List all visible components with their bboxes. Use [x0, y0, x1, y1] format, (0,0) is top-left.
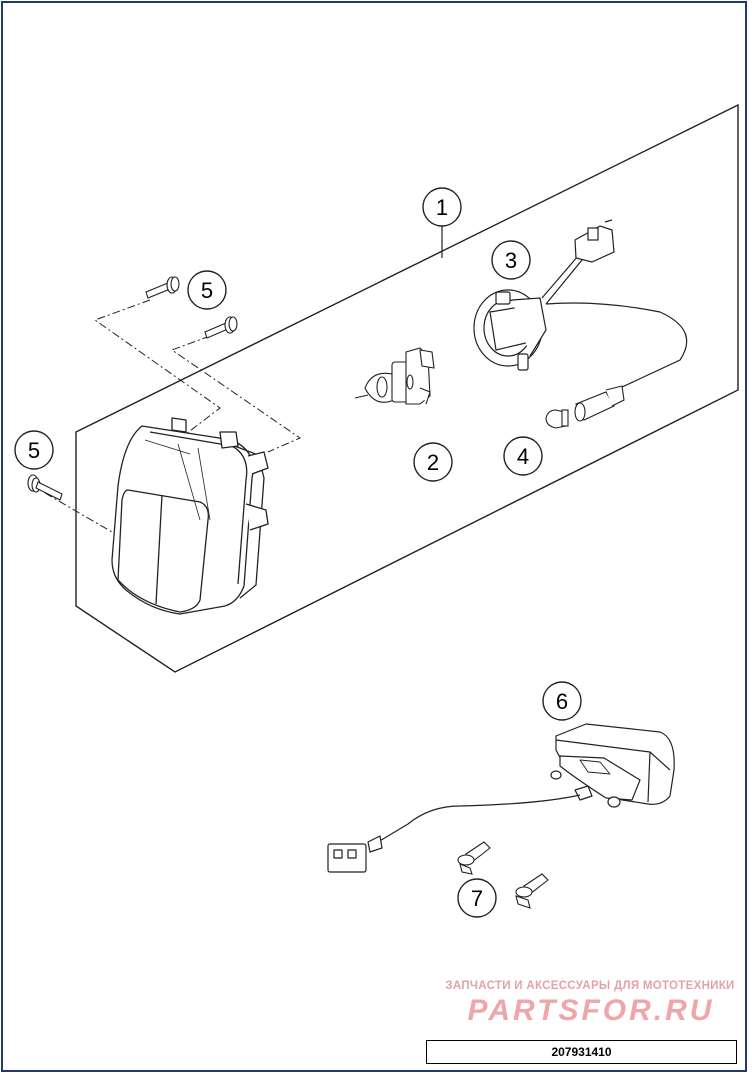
screw-item-5-side	[27, 474, 63, 501]
callout-1: 1	[422, 187, 462, 227]
callout-label-3: 3	[505, 248, 517, 273]
callout-label-1: 1	[436, 195, 448, 220]
callout-6: 6	[542, 681, 582, 721]
h4-bulb-item-2	[354, 347, 435, 405]
callout-3: 3	[491, 240, 531, 280]
callout-label-5-top: 5	[201, 278, 213, 303]
parking-bulb-item-4	[545, 385, 625, 429]
callout-5-side: 5	[14, 430, 54, 470]
headlight-housing	[111, 417, 269, 615]
callout-label-4: 4	[517, 444, 529, 469]
callout-label-6: 6	[556, 689, 568, 714]
screw-item-7-left	[457, 841, 491, 875]
callout-4: 4	[503, 436, 543, 476]
callout-label-7: 7	[471, 886, 483, 911]
callout-7: 7	[457, 878, 497, 918]
screw-axis-side	[44, 492, 113, 533]
tail-light-item-6	[327, 723, 675, 873]
screw-axis-upper	[93, 299, 221, 441]
screw-item-5-mid	[204, 316, 238, 339]
assembly-group-outline	[75, 103, 739, 673]
screw-item-7-right	[515, 873, 549, 909]
callout-label-5-side: 5	[28, 438, 40, 463]
drawing-number-box: 207931410	[426, 1040, 737, 1064]
callout-5-top: 5	[187, 270, 227, 310]
watermark-tagline: ЗАПЧАСТИ И АКСЕССУАРЫ ДЛЯ МОТОТЕХНИКИ	[445, 980, 735, 992]
screw-axis-lower	[170, 335, 302, 453]
callout-label-2: 2	[427, 450, 439, 475]
watermark-logo: PARTSFOR.RU	[467, 994, 715, 1027]
screw-item-5-top	[145, 276, 180, 299]
callout-2: 2	[413, 442, 453, 482]
screw-axis-lines	[44, 299, 302, 533]
bulb-holder-item-3	[473, 219, 688, 393]
